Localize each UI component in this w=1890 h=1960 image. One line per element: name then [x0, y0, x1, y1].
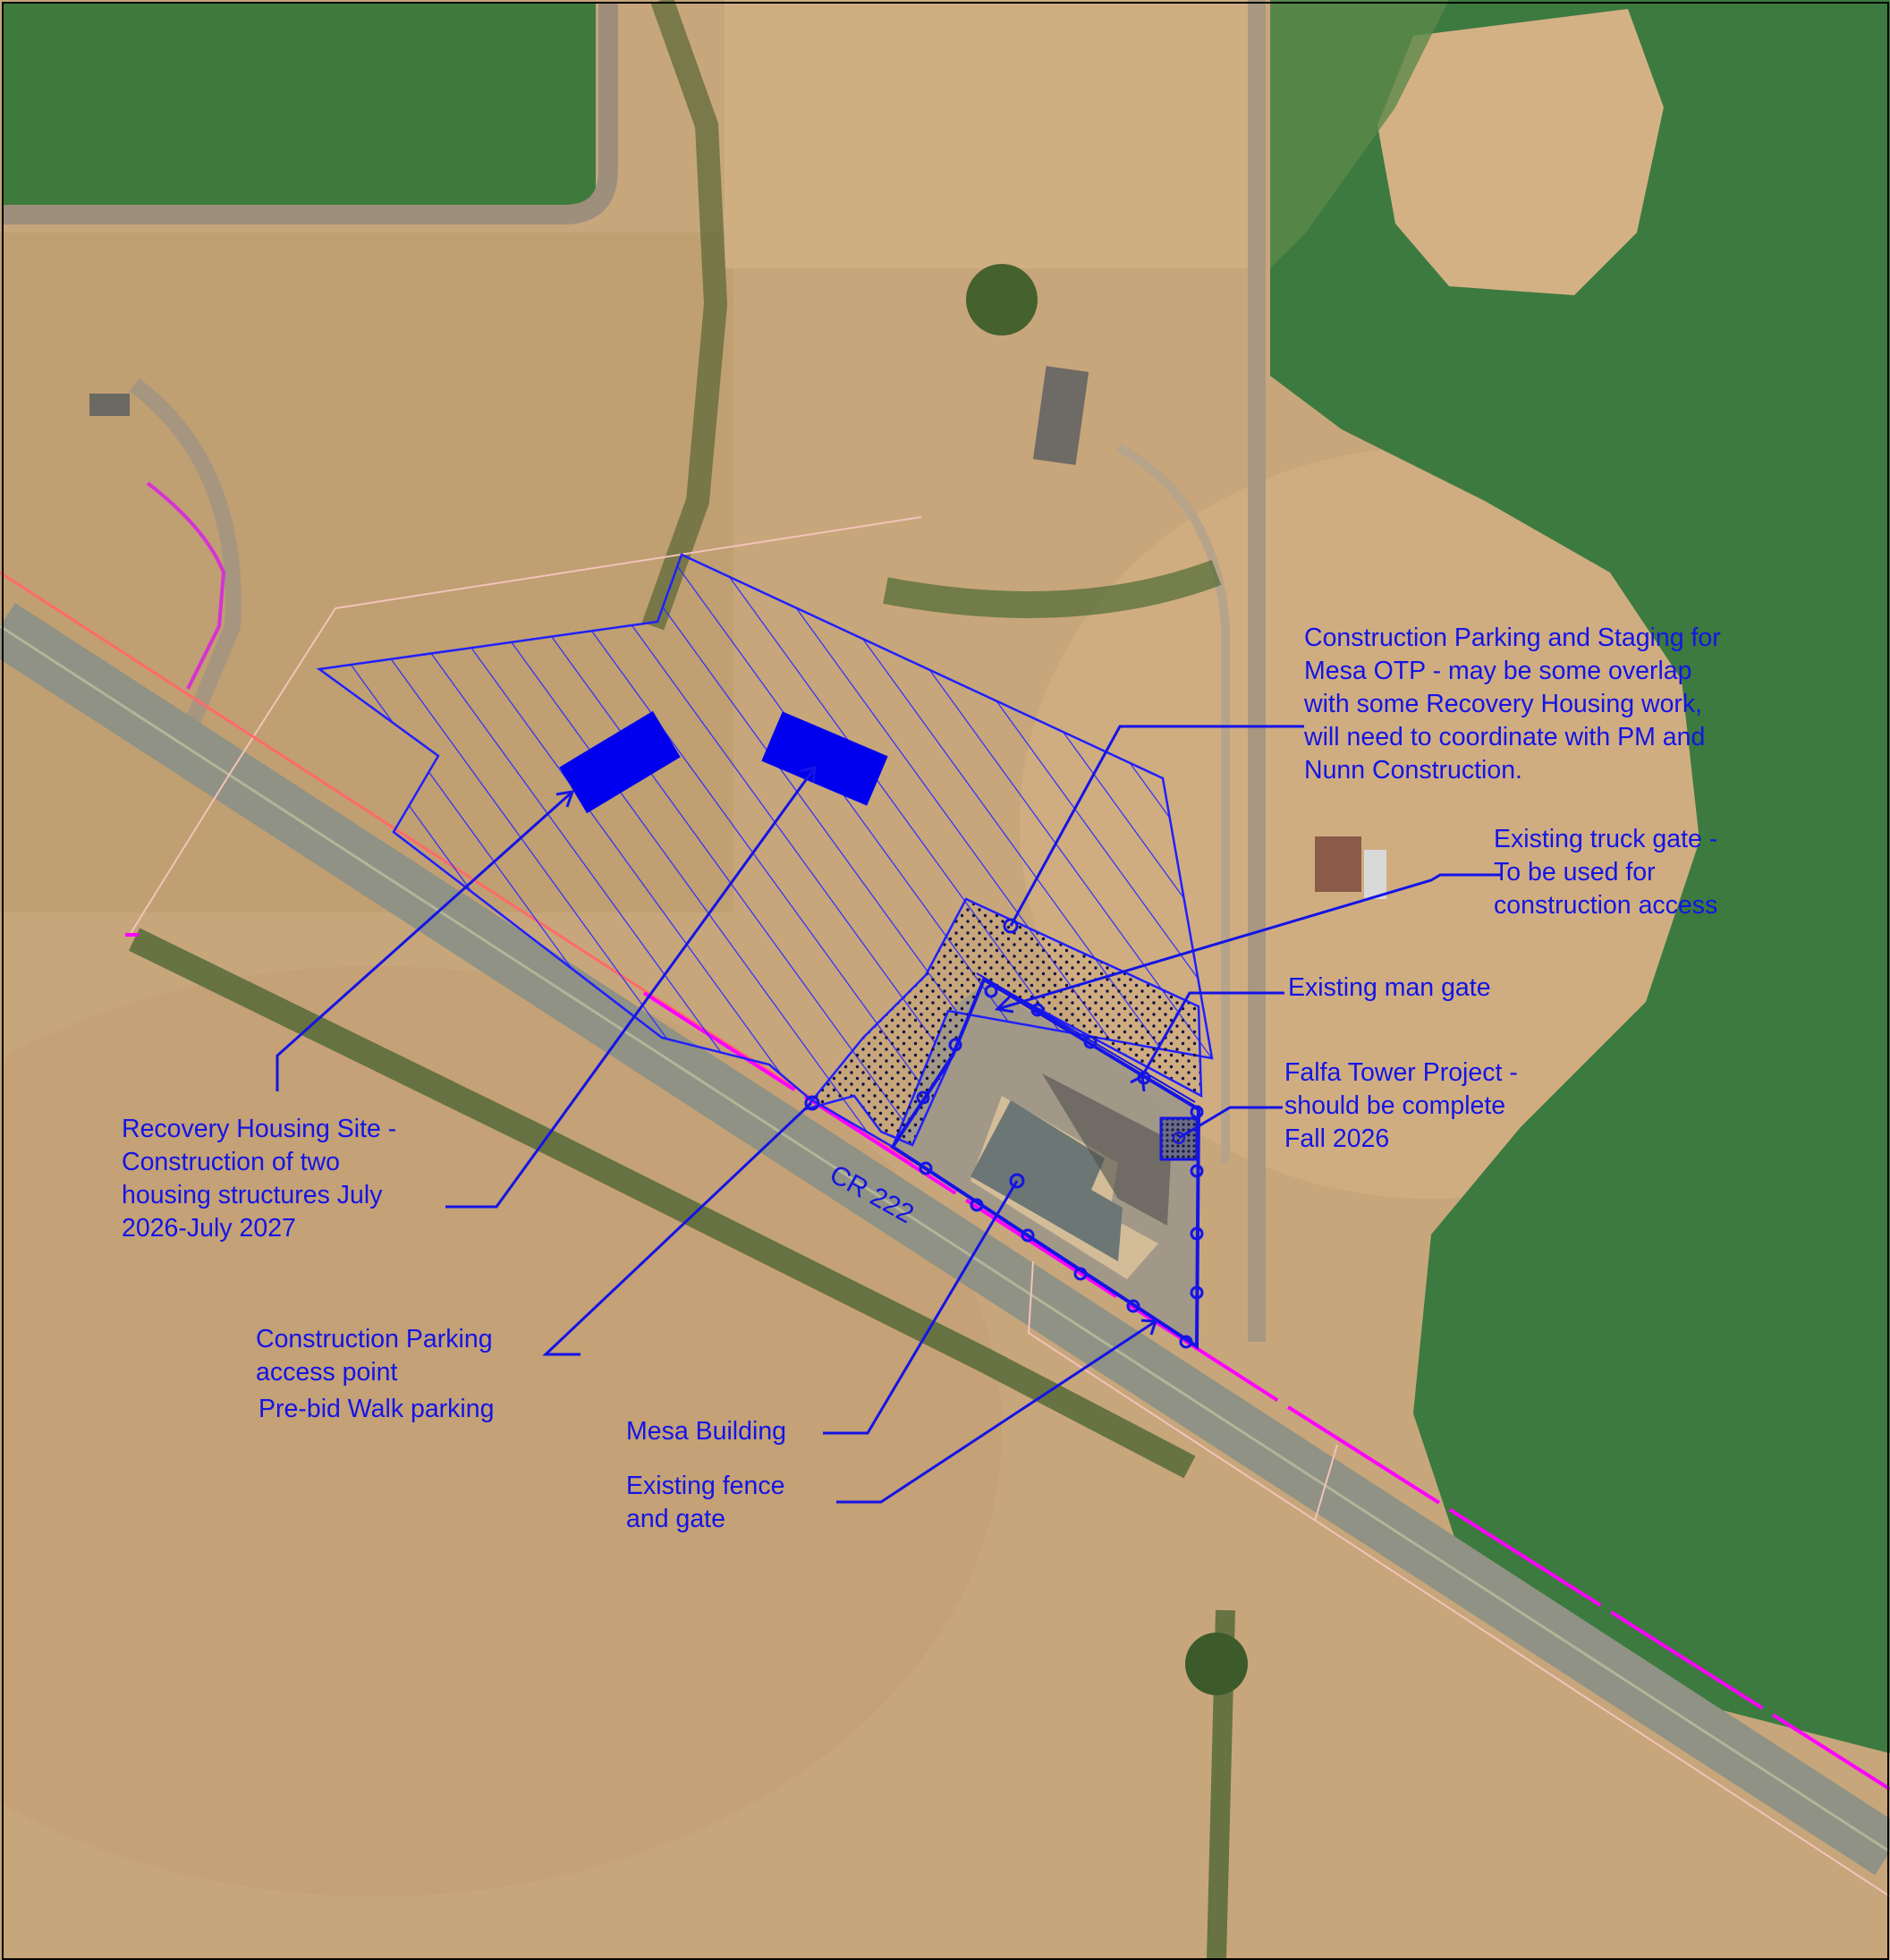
callout-falfa-tower-line: should be complete	[1284, 1091, 1506, 1120]
callout-man-gate: Existing man gate	[1288, 972, 1491, 1005]
green-strip	[1270, 0, 1449, 268]
existing-fence	[890, 977, 1201, 1350]
barn-building	[1315, 836, 1361, 892]
property-line	[1314, 1444, 1338, 1522]
field-patch	[1377, 9, 1664, 295]
driveway	[1115, 443, 1230, 1163]
field-patch	[0, 966, 1002, 1896]
falfa-tower-marker	[1173, 1132, 1185, 1144]
callout-falfa-tower: Falfa Tower Project - should be complete…	[1284, 1056, 1518, 1156]
tree-line	[128, 928, 1196, 1479]
callout-recovery-housing-line: housing structures July	[122, 1181, 383, 1209]
tree-line	[641, 0, 728, 631]
callout-fence-gate-line: and gate	[626, 1505, 725, 1533]
tree-cluster	[966, 264, 1038, 335]
callout-parking-access-line: Construction Parking	[256, 1325, 493, 1353]
field-patch	[725, 0, 1261, 268]
parcel-line	[146, 481, 226, 690]
callout-fence-gate: Existing fence and gate	[626, 1470, 784, 1536]
callout-falfa-tower-line: Falfa Tower Project -	[1284, 1058, 1518, 1087]
property-line	[1027, 1260, 1890, 1897]
tree-cluster	[1185, 1633, 1248, 1695]
parking-lot	[1042, 1073, 1172, 1226]
dirt-road	[129, 378, 242, 737]
shed-building	[1364, 850, 1386, 899]
oilfield-structure	[89, 394, 130, 416]
callout-staging: Construction Parking and Staging for Mes…	[1304, 622, 1721, 787]
callout-truck-gate-line: Existing truck gate -	[1494, 825, 1718, 853]
green-field-nw	[4, 4, 596, 209]
callout-recovery-housing: Recovery Housing Site - Construction of …	[122, 1113, 396, 1245]
callout-staging-line: will need to coordinate with PM and	[1304, 723, 1706, 751]
callout-mesa-building-line: Mesa Building	[626, 1417, 787, 1446]
callout-parking-access-line: access point	[256, 1358, 398, 1387]
tree-line	[883, 559, 1222, 618]
parcel-line	[642, 991, 1890, 1791]
callout-truck-gate-line: To be used for	[1494, 858, 1656, 887]
callout-staging-line: Nunn Construction.	[1304, 756, 1522, 785]
callout-recovery-housing-line: 2026-July 2027	[122, 1214, 296, 1243]
callout-parking-access: Construction Parking access point Pre-bi…	[256, 1323, 494, 1426]
callout-fence-gate-line: Existing fence	[626, 1472, 785, 1500]
callout-truck-gate: Existing truck gate - To be used for con…	[1494, 823, 1717, 922]
leader-arrowheads	[555, 766, 1158, 1336]
callout-recovery-housing-line: Construction of two	[122, 1148, 340, 1176]
callout-staging-line: Construction Parking and Staging for	[1304, 624, 1721, 652]
dirt-road	[4, 4, 618, 225]
housing-structure-2	[761, 711, 888, 806]
property-line	[129, 516, 922, 936]
house-building	[1032, 366, 1089, 465]
falfa-tower-site	[1159, 1116, 1199, 1161]
housing-structure-1	[559, 710, 681, 814]
callout-falfa-tower-line: Fall 2026	[1284, 1124, 1390, 1153]
leader-lines	[275, 725, 1503, 1504]
callout-staging-line: Mesa OTP - may be some overlap	[1304, 657, 1692, 685]
callout-mesa-building: Mesa Building	[626, 1415, 786, 1448]
callout-recovery-housing-line: Recovery Housing Site -	[122, 1115, 397, 1143]
callout-staging-line: with some Recovery Housing work,	[1304, 690, 1703, 718]
mesa-building-roof	[970, 1100, 1123, 1261]
green-field-east	[1270, 0, 1890, 1753]
callout-parking-access-line: Pre-bid Walk parking	[258, 1395, 495, 1423]
callout-man-gate-line: Existing man gate	[1288, 973, 1491, 1002]
road-centerline	[0, 624, 1890, 1854]
callout-truck-gate-line: construction access	[1494, 891, 1718, 920]
